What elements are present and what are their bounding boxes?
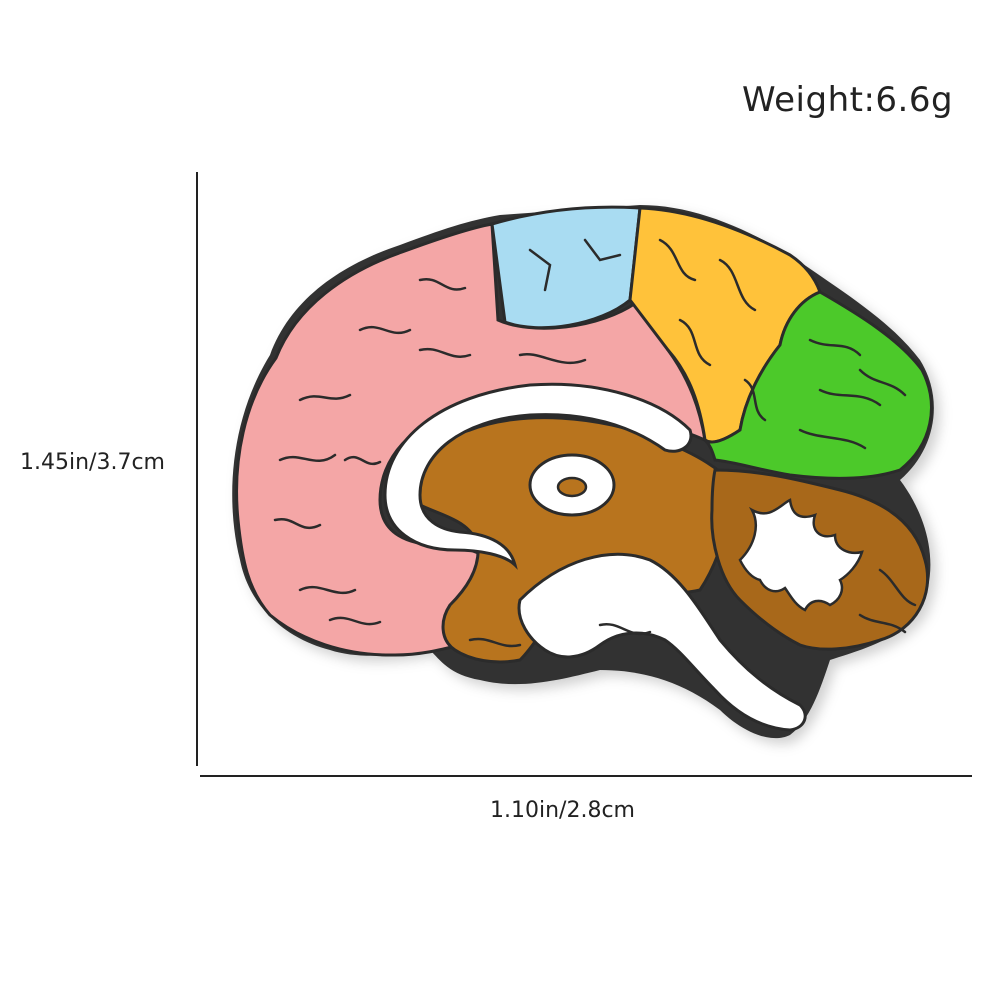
height-dimension-line [196,172,198,766]
height-dimension-label: 1.45in/3.7cm [20,450,165,475]
width-dimension-label: 1.10in/2.8cm [490,798,635,823]
width-dimension-line [200,775,972,777]
frontal-lobe [235,222,707,657]
gyri-lines [273,238,917,648]
thalamus-center [556,476,588,498]
arbor-vitae [738,498,864,612]
occipital-lobe [703,290,933,480]
corpus-callosum [383,382,693,570]
weight-label: Weight:6.6g [742,80,954,120]
parietal-lobe-blue [490,205,642,330]
brainstem [517,552,807,732]
